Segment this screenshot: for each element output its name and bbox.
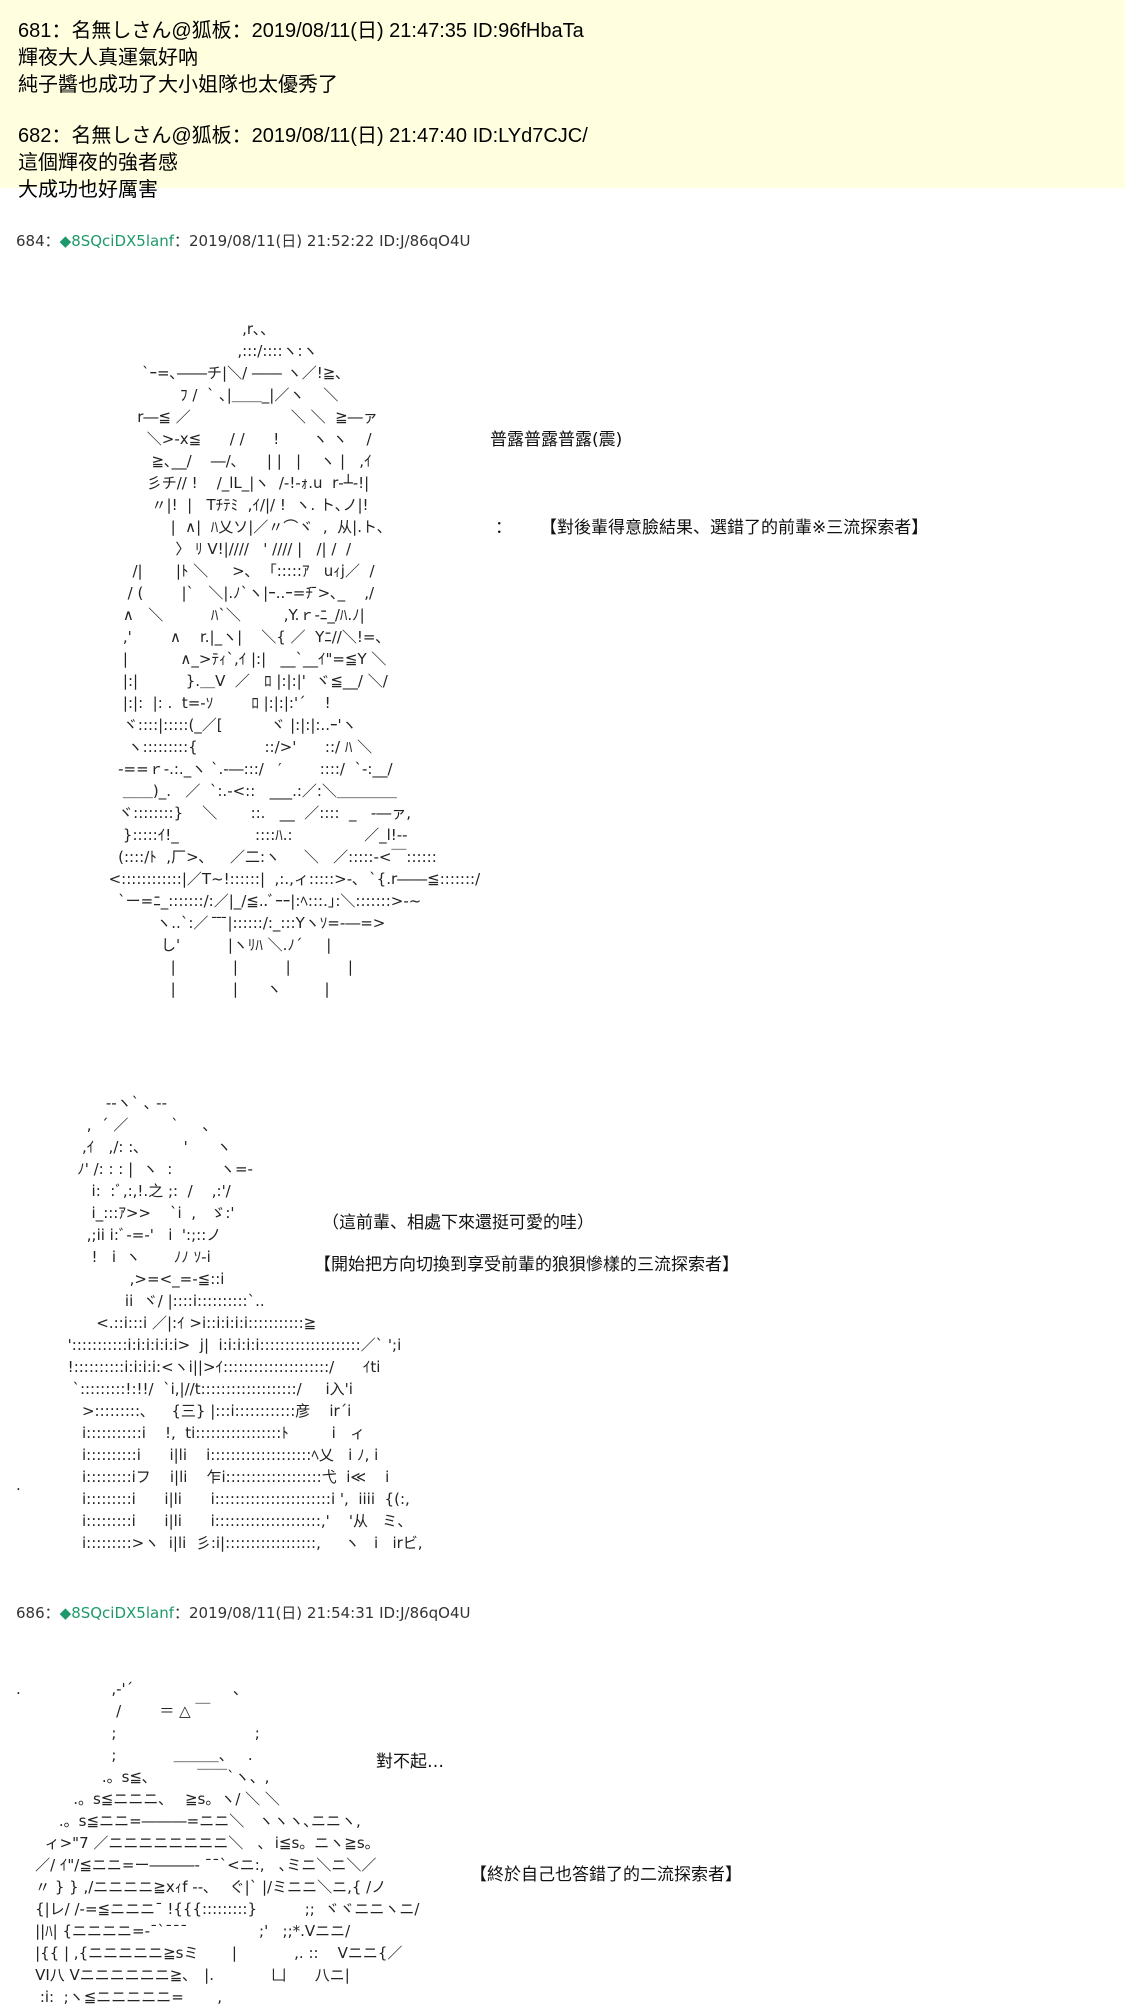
post-686-header: 686：◆8SQciDX5lanf：2019/08/11(日) 21:54:31… bbox=[16, 1602, 471, 1623]
trip-diamond-icon: ◆ bbox=[59, 1604, 72, 1622]
spacer bbox=[18, 99, 1125, 123]
quoted-post-682: 682：名無しさん@狐板：2019/08/11(日) 21:47:40 ID:L… bbox=[18, 123, 1125, 204]
post-header: 682：名無しさん@狐板：2019/08/11(日) 21:47:40 ID:L… bbox=[18, 125, 588, 147]
caption-colon: ： bbox=[495, 518, 512, 538]
post-line: 輝夜大人真運氣好吶 bbox=[18, 47, 198, 69]
post-line: 純子醬也成功了大小姐隊也太優秀了 bbox=[18, 74, 338, 96]
dot-mark: . bbox=[16, 1476, 21, 1494]
ascii-art-figure-3: . ,-'´ ､ / ＝ △ ￣ ; ; ; ＿＿＿、 . .。s≦､ bbox=[16, 1680, 420, 2006]
post-meta: ：2019/08/11(日) 21:54:31 ID:J/86qO4U bbox=[174, 1604, 471, 1622]
ascii-art-figure-1: ,r､､ ,:::/::::ヽ:ヽ `ｰ=､――チ|＼/ ―― ヽ／!≧､ ﾌ … bbox=[108, 320, 481, 998]
trip-code-link[interactable]: 8SQciDX5lanf bbox=[71, 1604, 174, 1622]
post-header: 681：名無しさん@狐板：2019/08/11(日) 21:47:35 ID:9… bbox=[18, 20, 584, 42]
trip-diamond-icon: ◆ bbox=[59, 232, 72, 250]
trip-code-link[interactable]: 8SQciDX5lanf bbox=[71, 232, 174, 250]
ascii-art-figure-2: ‐‐ヽ` ､ ‐‐ , ´ ／ ` ､ ,ｲ ,/: :､ ' ヽ ﾉ' /: … bbox=[67, 1094, 423, 1552]
caption-final: 【終於自己也答錯了的二流探索者】 bbox=[470, 1865, 742, 1885]
caption-cute: （這前輩、相處下來還挺可愛的哇） bbox=[322, 1213, 594, 1233]
post-number: 684： bbox=[16, 232, 60, 250]
caption-note: 【對後輩得意臉結果、選錯了的前輩※三流探索者】 bbox=[540, 518, 929, 538]
caption-sorry: 對不起… bbox=[376, 1752, 444, 1772]
quoted-posts: 681：名無しさん@狐板：2019/08/11(日) 21:47:35 ID:9… bbox=[0, 0, 1125, 201]
post-684-header: 684：◆8SQciDX5lanf：2019/08/11(日) 21:52:22… bbox=[16, 230, 471, 251]
quoted-post-681: 681：名無しさん@狐板：2019/08/11(日) 21:47:35 ID:9… bbox=[18, 18, 1125, 99]
post-number: 686： bbox=[16, 1604, 60, 1622]
caption-switch: 【開始把方向切換到享受前輩的狼狽慘樣的三流探索者】 bbox=[314, 1255, 739, 1275]
post-line: 這個輝夜的強者感 bbox=[18, 152, 178, 174]
post-meta: ：2019/08/11(日) 21:52:22 ID:J/86qO4U bbox=[174, 232, 471, 250]
caption-sound: 普露普露普露(震) bbox=[490, 430, 623, 450]
post-line: 大成功也好厲害 bbox=[18, 179, 158, 201]
